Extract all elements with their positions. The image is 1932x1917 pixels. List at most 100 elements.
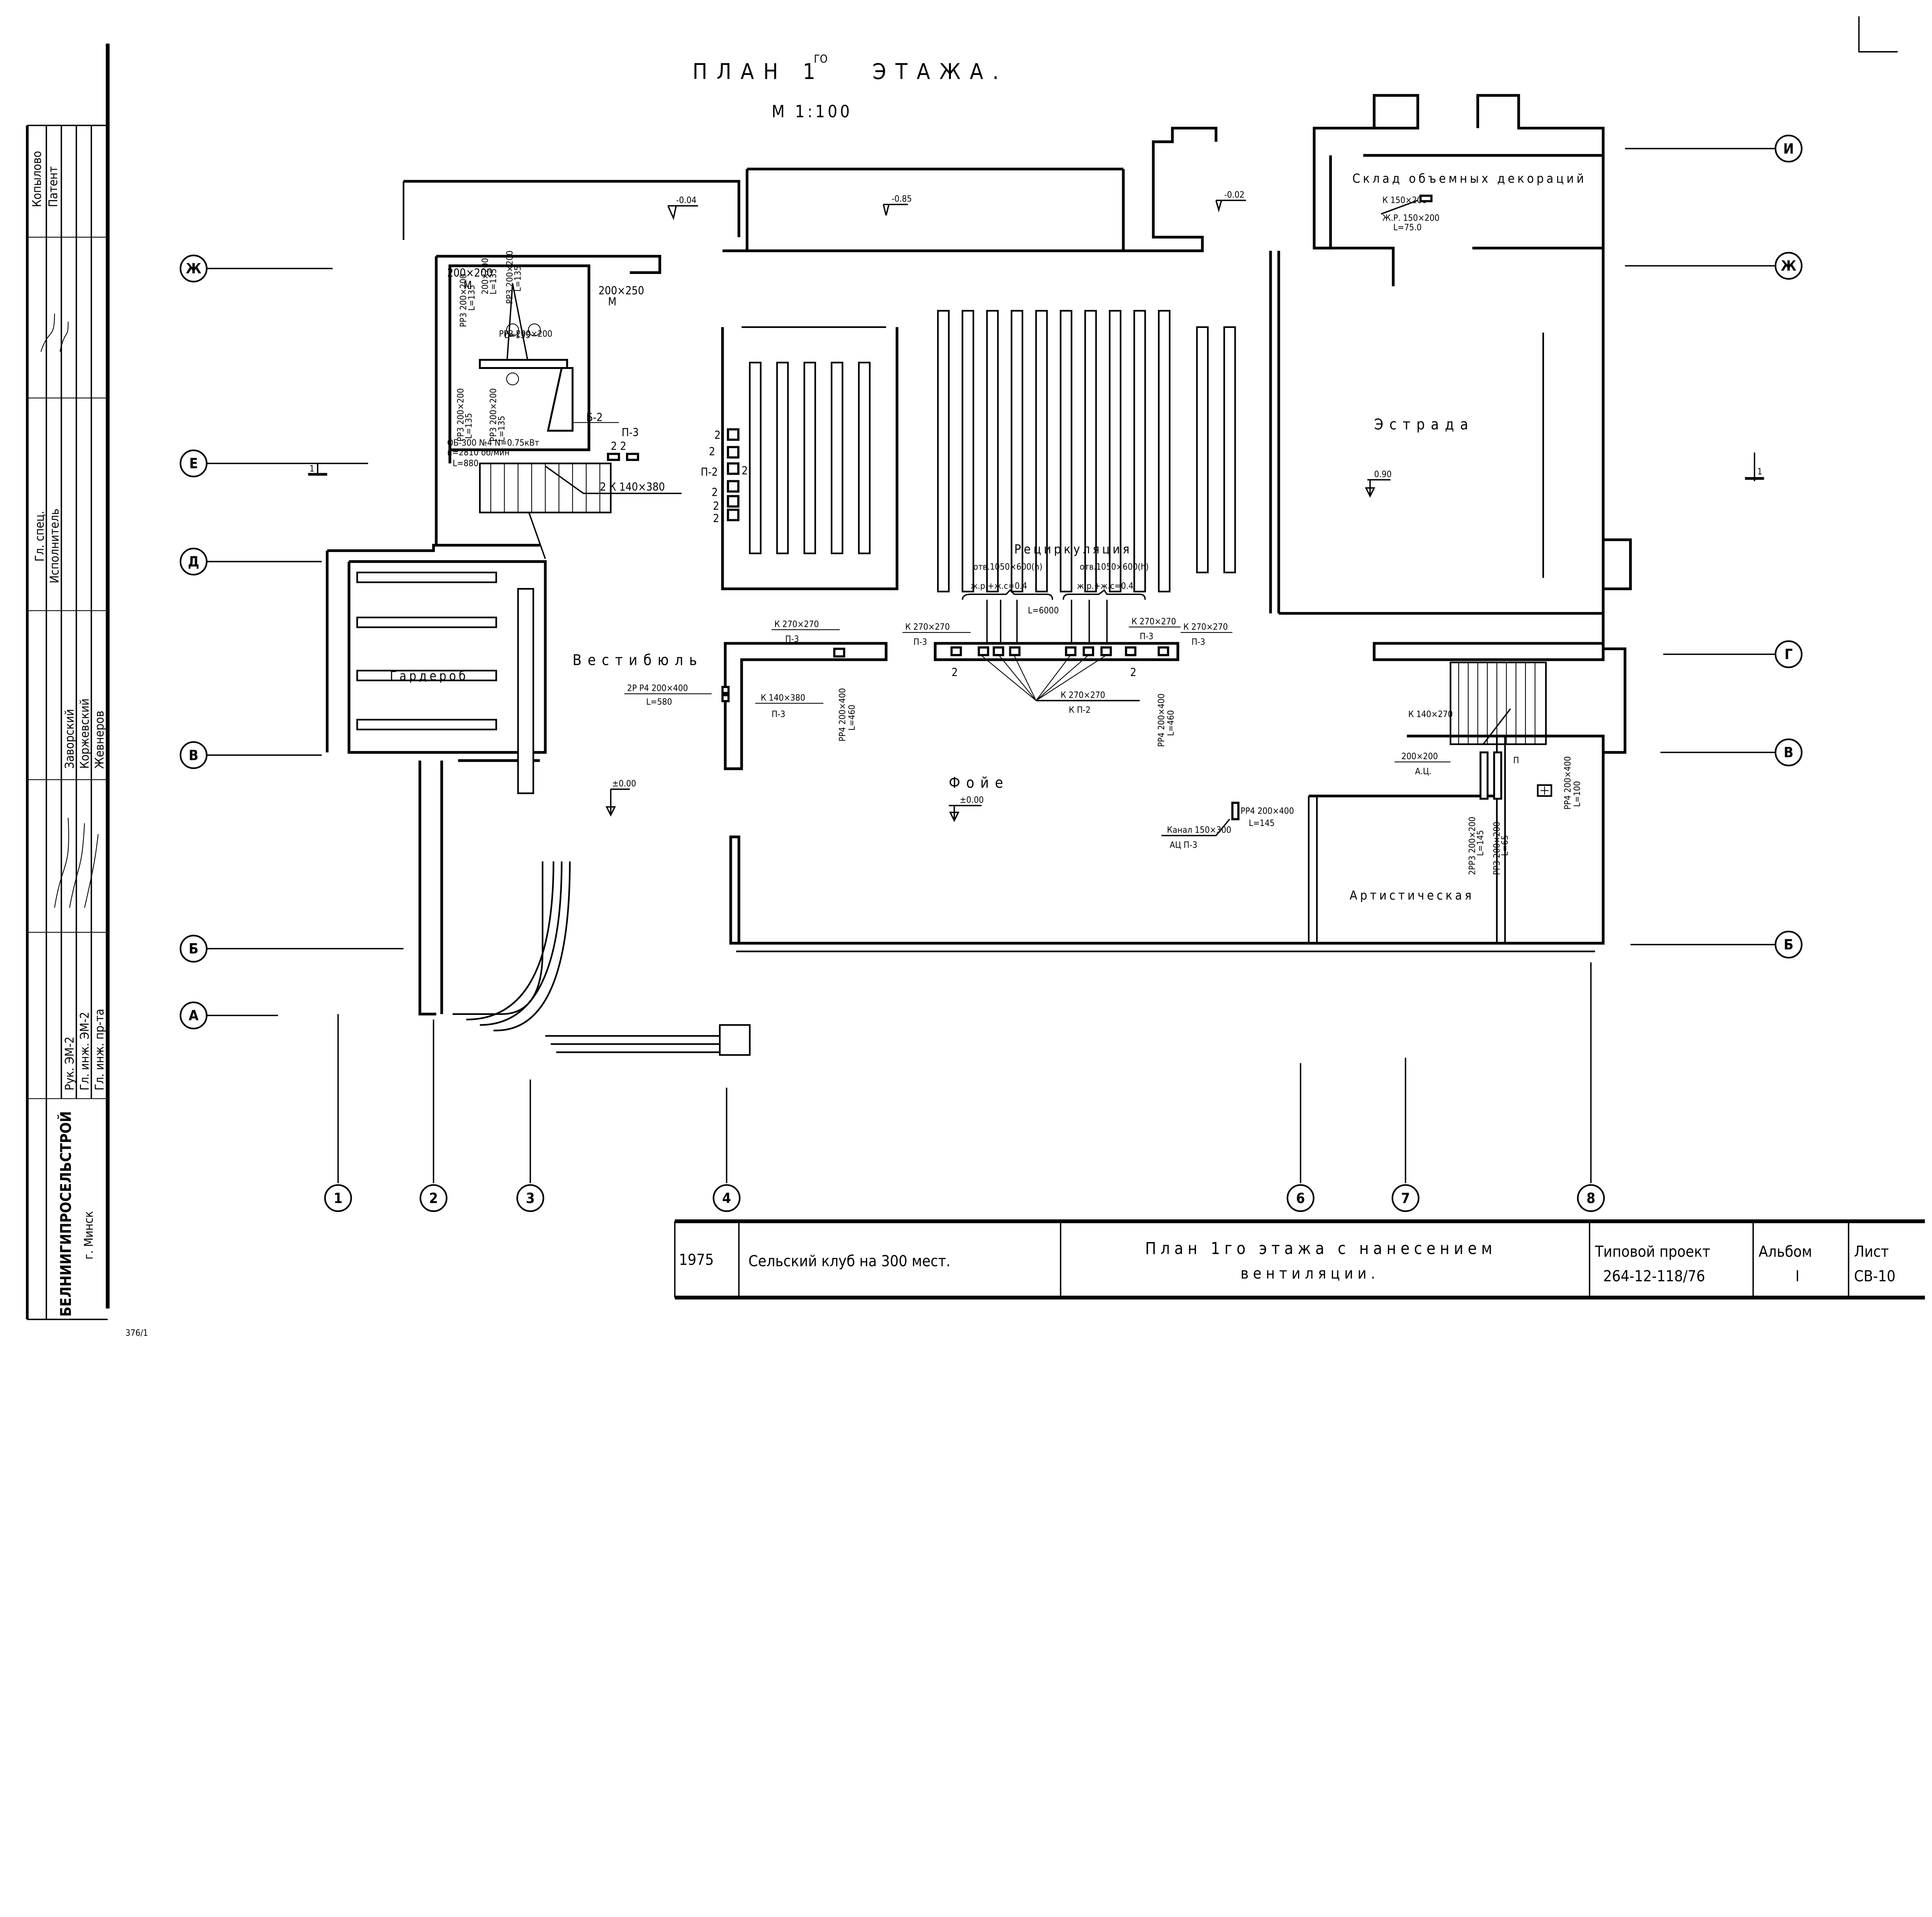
chamber-grille-1-flow: L=135 <box>467 285 477 311</box>
fan-spec: ОБ-300 №4 N=0.75кВт <box>447 438 539 448</box>
sheet-frame <box>105 16 1925 1309</box>
side-copy-label-1: Копылово <box>30 151 44 207</box>
wardrobe-racks <box>356 571 534 794</box>
page-title: ПЛАН 1 ГО ЭТАЖА. М 1:100 <box>692 53 1008 121</box>
fan-flow: L=880 <box>452 459 478 469</box>
axis-label: 6 <box>1296 1190 1305 1207</box>
title-block-sheet-title-1: План 1го этажа с нанесением <box>1145 1239 1497 1258</box>
grille-count: 2 <box>713 500 719 513</box>
vest-grille-down-flow: L=460 <box>847 705 857 731</box>
title-block-object: Сельский клуб на 300 мест. <box>748 1253 951 1270</box>
title-text-rest: ЭТАЖА. <box>872 59 1008 85</box>
chamber-grille-4: РР3 200×200 <box>456 388 466 442</box>
axis-bubble <box>180 547 207 576</box>
recirc-grille-2: ж.р.+ж.с=0.4 <box>1077 581 1133 591</box>
axis-bubble <box>516 1184 544 1212</box>
axis-label: А <box>189 1007 199 1024</box>
elevation-top-right: -0.02 <box>1224 190 1245 200</box>
axis-bubble <box>1774 252 1803 280</box>
axis-label: 8 <box>1587 1190 1595 1207</box>
recirc-channel-left-sys: П-3 <box>913 637 927 647</box>
signature <box>40 313 55 352</box>
recirculation-title: Рециркуляция <box>1014 542 1132 556</box>
recirc-opening-2: отв.1050×600(h) <box>1080 562 1149 572</box>
chamber-grille-6-flow: L=135 <box>504 330 530 340</box>
unit-p3-label: П-3 <box>622 426 639 439</box>
chamber-grille-1: РР3 200×200 <box>459 274 469 327</box>
grille-count: 2 <box>713 512 719 525</box>
building-walls <box>326 94 1632 1056</box>
store-grille: Ж.Р. 150×200 <box>1382 213 1439 223</box>
chamber-duct-2-mat: М <box>608 295 617 308</box>
stair-channel-label: 2 К 140×380 <box>600 481 665 493</box>
title-block-album-label: Альбом <box>1759 1243 1812 1261</box>
unit-b2-label: Б-2 <box>586 411 603 424</box>
room-labels: Вестибюль Фойе Гардероб Эстрада Артистич… <box>390 416 1471 902</box>
hall-system-label: П-2 <box>701 466 718 478</box>
vest-grille-left-flow: L=580 <box>646 697 672 707</box>
vest-channel-top-sys: П-3 <box>785 634 799 644</box>
room-foyer: Фойе <box>949 774 1009 791</box>
vent-chamber: 200×200 М 200×250 М РР3 200×200 L=135 20… <box>447 250 682 494</box>
green-grille: РР4 200×400 <box>1241 806 1294 816</box>
side-role-1: Рук. ЭМ-2 <box>63 1037 77 1090</box>
fan-rpm: n=2810 об/мин <box>447 447 510 457</box>
recirc-channel-right-2: К 270×270 <box>1183 622 1228 632</box>
axis-label: Б <box>189 940 198 957</box>
green-grille-flow: L=145 <box>1249 818 1275 828</box>
axis-label: В <box>189 747 198 763</box>
axis-bubble <box>180 449 207 478</box>
chamber-grille-3-flow: L=135 <box>513 266 523 292</box>
axis-bubble <box>180 935 207 963</box>
axis-label: 7 <box>1401 1190 1410 1207</box>
axis-bubble <box>1774 134 1803 163</box>
side-name-1: Заворский <box>63 709 77 769</box>
corner-mark <box>1858 16 1898 53</box>
unit-counts: 2 2 <box>611 440 626 452</box>
staircase-left <box>479 462 612 559</box>
recirc-channel-right-1: К 270×270 <box>1131 617 1176 627</box>
chamber-duct-1: 200×200 <box>447 267 493 279</box>
recirc-count-left: 2 <box>952 666 958 679</box>
axis-bubble <box>180 1001 207 1030</box>
axis-bubble <box>180 741 207 769</box>
chamber-grille-5-flow: L=135 <box>497 416 507 442</box>
scenery-store-title: Склад объемных декораций <box>1352 171 1587 186</box>
axis-label: И <box>1783 140 1794 157</box>
green-channel: Канал 150×300 <box>1167 825 1231 835</box>
elevation-stage: 0.90 <box>1374 469 1391 479</box>
recirculation-block: Рециркуляция отв.1050×600(h) отв.1050×60… <box>902 542 1233 747</box>
axis-label: Ж <box>186 260 201 277</box>
recirc-opening-1: отв.1050×600(h) <box>973 562 1043 572</box>
axis-label: Д <box>188 553 199 570</box>
grille-count: 2 <box>742 464 748 477</box>
elevation-foyer: ±0.00 <box>960 795 984 805</box>
recirc-grille-down: РР4 200×400 <box>1156 693 1167 747</box>
chamber-grille-2-flow: L=135 <box>488 269 498 294</box>
title-block: 1975 Сельский клуб на 300 мест. План 1го… <box>674 1221 1895 1298</box>
recirc-channel-bottom: К 270×270 <box>1061 690 1105 700</box>
store-flow: L=75.0 <box>1393 223 1422 233</box>
title-block-album-number: I <box>1795 1267 1799 1285</box>
drawing-sheet: ПЛАН 1 ГО ЭТАЖА. М 1:100 Копылово Патент… <box>26 16 1925 1338</box>
recirc-channel-right-1-sys: П-3 <box>1139 632 1153 642</box>
title-block-sheet-number: СВ-10 <box>1854 1267 1895 1285</box>
grille-count: 2 <box>714 429 721 442</box>
axis-bubble <box>419 1184 447 1212</box>
section-mark-left: 1 <box>310 464 315 474</box>
recirc-channel-right-2-sys: П-3 <box>1192 637 1206 647</box>
title-text: ПЛАН 1 <box>692 59 825 85</box>
axis-bubble <box>1774 930 1803 958</box>
axis-label: 3 <box>526 1190 535 1207</box>
side-name-3: Жевнеров <box>93 710 107 768</box>
title-block-sheet-label: Лист <box>1854 1243 1889 1261</box>
vest-grille-left: 2Р Р4 200×400 <box>627 683 688 693</box>
fan-unit <box>547 367 574 432</box>
axis-bubble <box>1286 1184 1315 1212</box>
side-name-2: Коржевский <box>78 698 92 769</box>
signature <box>84 834 99 908</box>
axis-bubble <box>1774 640 1803 668</box>
axis-label: 2 <box>429 1190 438 1207</box>
signature <box>54 817 69 908</box>
title-superscript: ГО <box>814 53 827 65</box>
